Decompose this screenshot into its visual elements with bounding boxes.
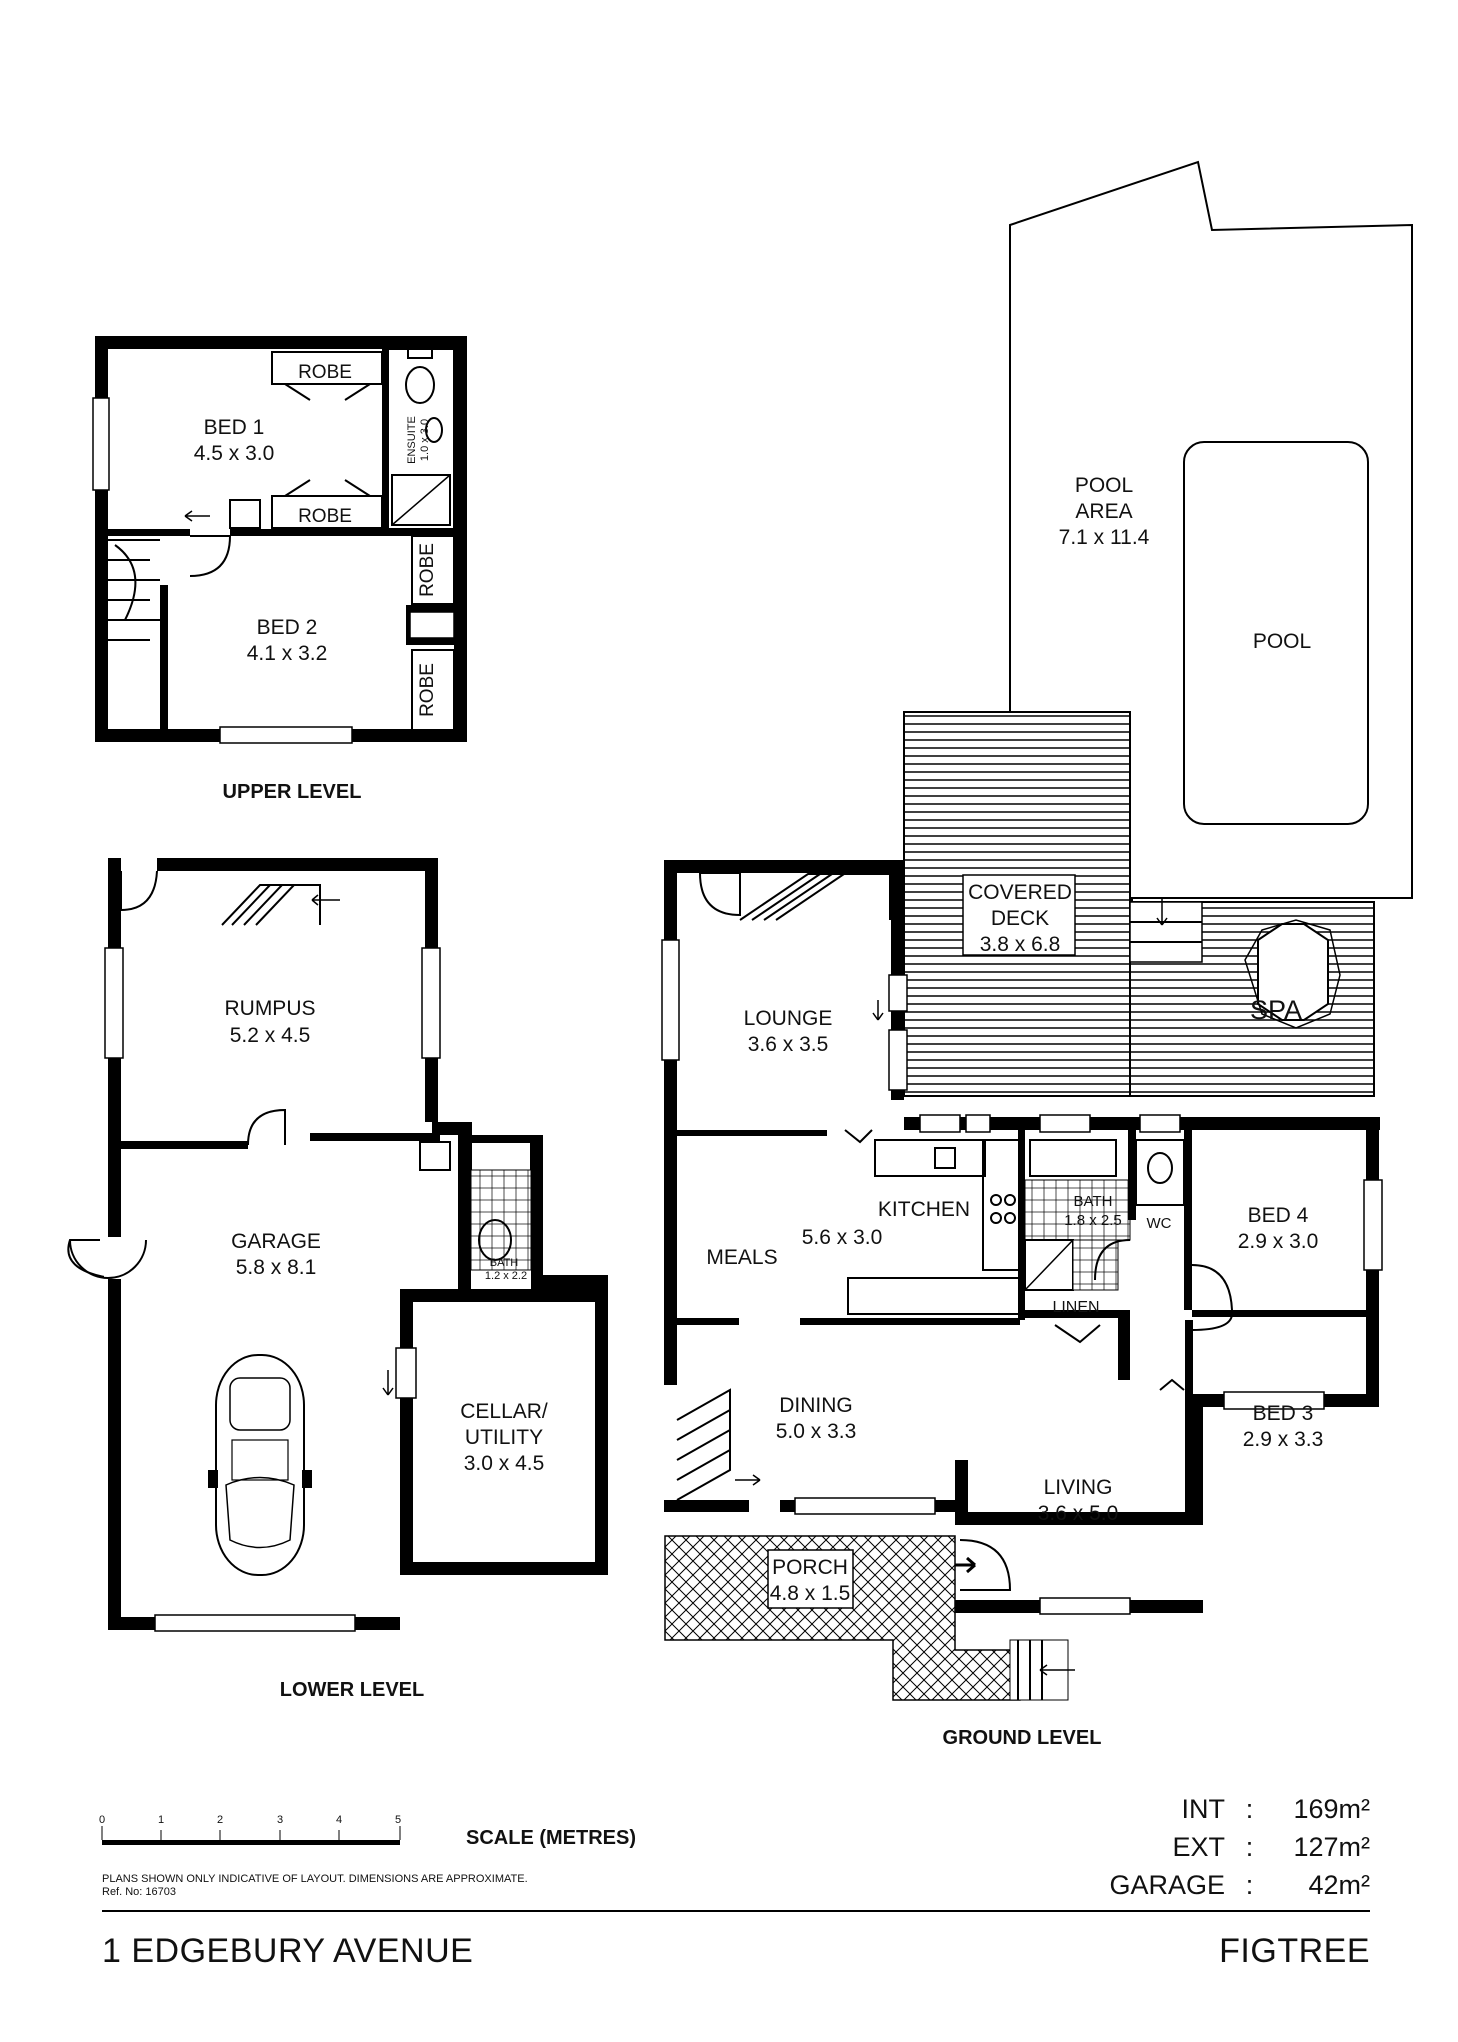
area-sep: :: [1245, 1794, 1254, 1824]
garage-dims: 5.8 x 8.1: [236, 1256, 317, 1279]
robe-label-2: ROBE: [298, 506, 352, 527]
lower-level-plan: [67, 856, 608, 1632]
area-row-int: INT : 169m²: [1109, 1790, 1370, 1828]
porch-name: PORCH: [772, 1556, 848, 1579]
dining-dims: 5.0 x 3.3: [776, 1420, 857, 1443]
bath-dims: 1.8 x 2.5: [1064, 1212, 1122, 1229]
area-summary: INT : 169m² EXT : 127m² GARAGE : 42m²: [1109, 1790, 1370, 1904]
covered-deck-line1: COVERED: [968, 881, 1072, 904]
covered-deck-line2: DECK: [991, 907, 1049, 930]
rumpus-dims: 5.2 x 4.5: [230, 1024, 311, 1047]
living-name: LIVING: [1044, 1476, 1113, 1499]
pool-label: POOL: [1253, 630, 1311, 653]
lower-bath-name: BATH: [490, 1257, 519, 1269]
area-row-garage: GARAGE : 42m²: [1109, 1866, 1370, 1904]
cellar-line2: UTILITY: [465, 1426, 543, 1449]
cellar-line1: CELLAR/: [460, 1400, 548, 1423]
bed4-dims: 2.9 x 3.0: [1238, 1230, 1319, 1253]
bed1-name: BED 1: [204, 416, 265, 439]
covered-deck-dims: 3.8 x 6.8: [980, 933, 1061, 956]
robe-label-1: ROBE: [298, 362, 352, 383]
scale-bar: 0 1 2 3 4 5: [99, 1814, 401, 1845]
robe-label-4: ROBE: [417, 663, 438, 717]
cellar-dims: 3.0 x 4.5: [464, 1452, 545, 1475]
lounge-name: LOUNGE: [744, 1007, 833, 1030]
linen-label: LINEN: [1052, 1299, 1099, 1316]
area-key: EXT: [1172, 1832, 1225, 1862]
bed2-dims: 4.1 x 3.2: [247, 642, 328, 665]
garage-name: GARAGE: [231, 1230, 321, 1253]
pool-area-line1: POOL: [1075, 474, 1133, 497]
area-value: 42m²: [1308, 1870, 1370, 1900]
area-sep: :: [1245, 1870, 1254, 1900]
lower-level-title: LOWER LEVEL: [280, 1679, 424, 1701]
spa-label: SPA: [1250, 995, 1302, 1025]
car-icon: [208, 1354, 312, 1576]
scale-tick-5: 5: [395, 1814, 401, 1826]
kitchen-meals-dims: 5.6 x 3.0: [802, 1226, 883, 1249]
footer-divider: [102, 1910, 1370, 1912]
reference-number: Ref. No: 16703: [102, 1886, 176, 1898]
pool-area-line2: AREA: [1075, 500, 1132, 523]
scale-tick-2: 2: [217, 1814, 223, 1826]
ground-level-plan: [661, 160, 1413, 1701]
upper-level-title: UPPER LEVEL: [223, 781, 362, 803]
scale-tick-1: 1: [158, 1814, 164, 1826]
bath-name: BATH: [1074, 1193, 1113, 1210]
scale-tick-4: 4: [336, 1814, 342, 1826]
pool-area-dims: 7.1 x 11.4: [1059, 526, 1150, 549]
dining-name: DINING: [779, 1394, 853, 1417]
area-value: 169m²: [1293, 1794, 1370, 1824]
room-labels: BED 1 4.5 x 3.0 ROBE ROBE ENSUITE 1.0 x …: [194, 362, 1324, 1749]
upper-level-plan: [92, 336, 467, 744]
area-row-ext: EXT : 127m²: [1109, 1828, 1370, 1866]
rumpus-name: RUMPUS: [224, 997, 315, 1020]
bed1-dims: 4.5 x 3.0: [194, 442, 275, 465]
disclaimer-text: PLANS SHOWN ONLY INDICATIVE OF LAYOUT. D…: [102, 1873, 528, 1885]
area-sep: :: [1245, 1832, 1254, 1862]
kitchen-label: KITCHEN: [878, 1198, 970, 1221]
scale-tick-0: 0: [99, 1814, 105, 1826]
bed4-name: BED 4: [1248, 1204, 1309, 1227]
scale-label: SCALE (METRES): [466, 1827, 636, 1849]
bed3-dims: 2.9 x 3.3: [1243, 1428, 1324, 1451]
wc-label: WC: [1147, 1215, 1172, 1232]
property-address: 1 EDGEBURY AVENUE: [102, 1932, 474, 1970]
area-value: 127m²: [1293, 1832, 1370, 1862]
porch-dims: 4.8 x 1.5: [770, 1582, 851, 1605]
ensuite-name: ENSUITE: [406, 416, 418, 464]
lounge-dims: 3.6 x 3.5: [748, 1033, 829, 1056]
meals-label: MEALS: [706, 1246, 777, 1269]
robe-label-3: ROBE: [417, 543, 438, 597]
bed3-name: BED 3: [1253, 1402, 1314, 1425]
area-key: INT: [1181, 1794, 1225, 1824]
lower-bath-dims: 1.2 x 2.2: [485, 1270, 527, 1282]
property-suburb: FIGTREE: [1219, 1932, 1370, 1970]
area-key: GARAGE: [1109, 1870, 1225, 1900]
ensuite-dims: 1.0 x 3.0: [419, 419, 431, 461]
scale-tick-3: 3: [277, 1814, 283, 1826]
living-dims: 3.6 x 5.0: [1038, 1502, 1119, 1525]
bed2-name: BED 2: [257, 616, 318, 639]
ground-level-title: GROUND LEVEL: [943, 1727, 1102, 1749]
